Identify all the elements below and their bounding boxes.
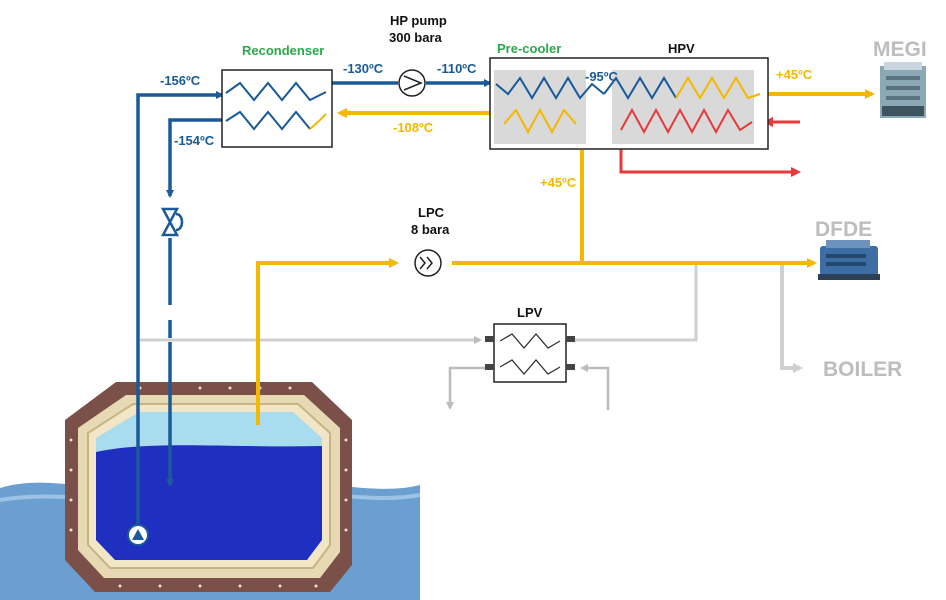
boiler-label: BOILER <box>823 358 902 381</box>
megi-engine-icon <box>880 62 926 118</box>
temp-precooler-in: +45ºC <box>540 175 577 190</box>
submerged-pump-icon <box>127 524 149 546</box>
hpv-label: HPV <box>668 41 695 56</box>
yellow-lines <box>256 89 875 425</box>
lpc-pressure-label: 8 bara <box>411 222 450 237</box>
megi-label: MEGI <box>873 38 927 61</box>
temp-back-yellow: -108ºC <box>393 120 434 135</box>
recondenser-box <box>221 69 333 148</box>
precooler-shaded <box>494 70 586 144</box>
lpv-heater <box>485 323 575 383</box>
grey-lpv-in-right <box>580 364 610 410</box>
tank-vapour-space <box>96 412 322 455</box>
hpv-shaded <box>612 70 754 144</box>
grey-line-boiler <box>780 265 803 373</box>
recond-return <box>166 118 222 198</box>
pump-icon <box>398 69 426 97</box>
precooler-label: Pre-cooler <box>497 41 561 56</box>
hp-pump-pressure-label: 300 bara <box>389 30 443 45</box>
boiloff-riser <box>256 258 399 425</box>
tank-liquid <box>96 445 322 560</box>
temp-return: -154ºC <box>174 133 215 148</box>
recondenser-label: Recondenser <box>242 43 324 58</box>
hp-pump-label: HP pump <box>390 13 447 28</box>
lpv-box <box>493 323 567 383</box>
temp-mid-hpv: -95ºC <box>585 69 619 84</box>
grey-line-top <box>568 265 698 342</box>
cargo-tank <box>0 382 421 600</box>
compressor-icon <box>414 249 442 277</box>
temp-after-pump: -110ºC <box>437 61 477 76</box>
blue-lines <box>136 79 492 535</box>
pump-riser <box>136 91 224 535</box>
dfde-label: DFDE <box>815 218 872 241</box>
lpc-label: LPC <box>418 205 445 220</box>
grey-lpv-out-left <box>446 366 487 410</box>
recondenser <box>221 69 333 148</box>
valve-icon <box>160 207 184 237</box>
temp-after-recondenser: -130ºC <box>343 61 384 76</box>
precooler-hpv <box>489 57 769 150</box>
temp-out-hpv: +45ºC <box>776 67 813 82</box>
dfde-engine-icon <box>818 240 880 280</box>
temp-inlet: -156ºC <box>160 73 201 88</box>
grey-lines <box>140 265 803 410</box>
lpv-label: LPV <box>517 305 543 320</box>
